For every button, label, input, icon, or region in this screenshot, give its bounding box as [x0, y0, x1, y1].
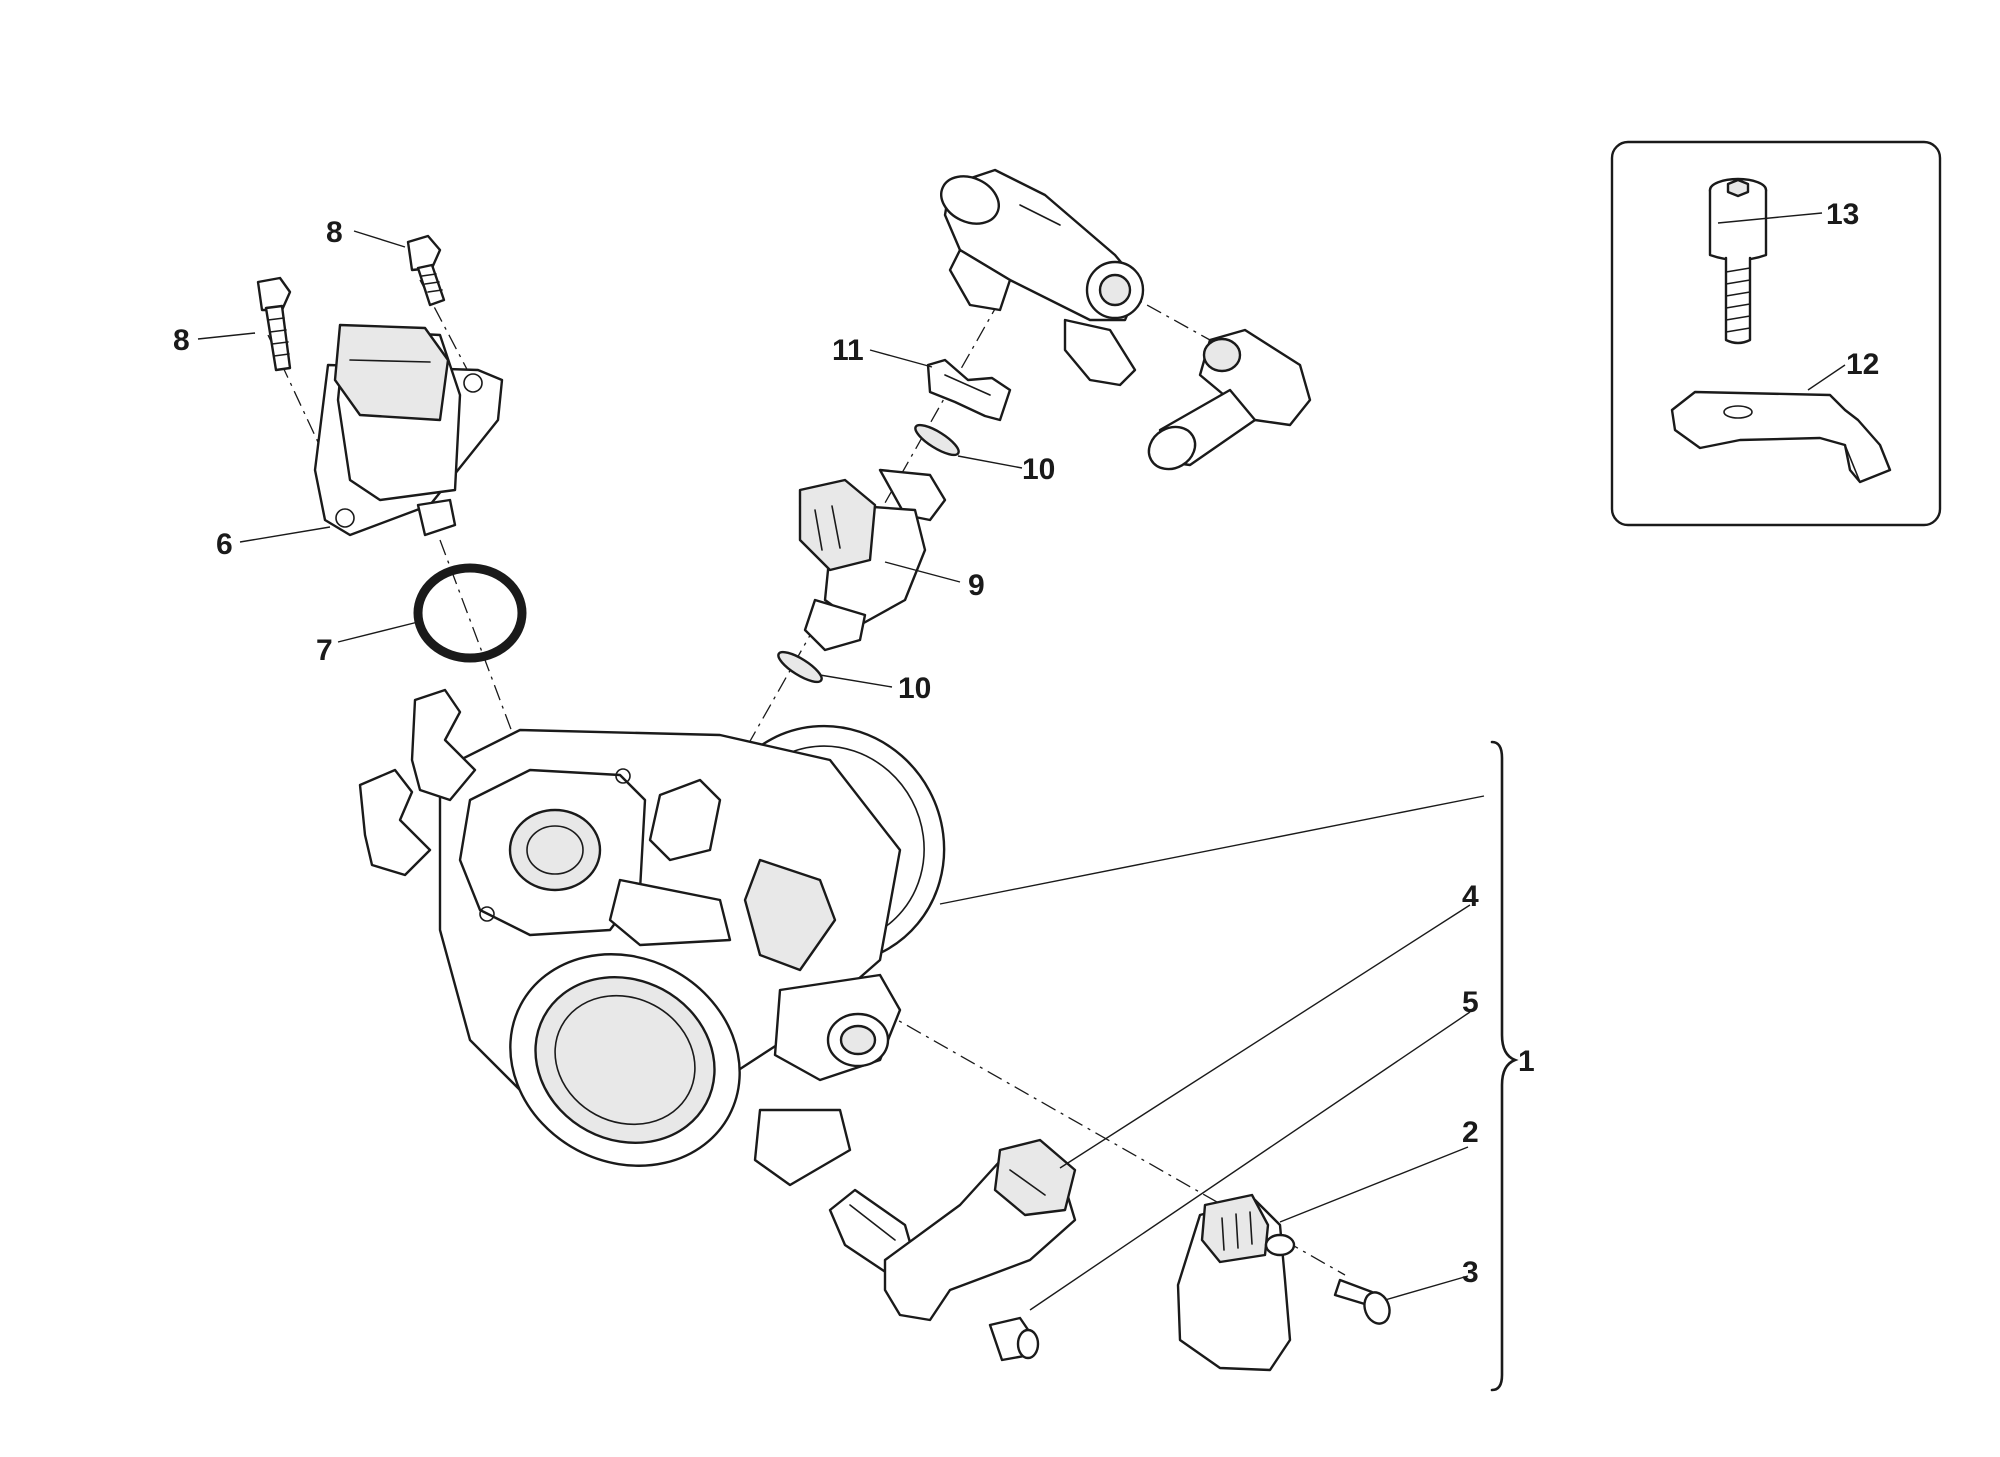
callout-12: 12	[1846, 348, 1879, 381]
callout-10-lower: 10	[898, 672, 931, 705]
callout-3: 3	[1462, 1256, 1479, 1289]
callout-13: 13	[1826, 198, 1859, 231]
assembly-group-brace	[1490, 740, 1519, 1392]
seal-ring-upper	[914, 423, 960, 457]
sensor-screw-3	[1333, 1278, 1391, 1325]
throttle-position-sensor	[828, 1138, 1077, 1322]
screw-8-left	[256, 276, 292, 372]
leader-lines	[197, 212, 1846, 1311]
mounting-bracket-12	[1670, 390, 1892, 484]
idle-control-valve	[313, 323, 504, 537]
throttle-body	[358, 688, 946, 1187]
callout-8-upper: 8	[326, 216, 343, 249]
callout-4: 4	[1462, 880, 1479, 913]
fuel-injector	[798, 468, 947, 652]
fuel-elbow-fitting	[1147, 328, 1312, 471]
callout-6: 6	[216, 528, 233, 561]
screw-8-upper	[406, 234, 446, 307]
detail-inset	[1610, 140, 1942, 527]
callout-5: 5	[1462, 986, 1479, 1019]
callout-11: 11	[832, 334, 864, 367]
fuel-rail	[940, 168, 1145, 387]
callout-2: 2	[1462, 1116, 1479, 1149]
o-ring	[413, 563, 527, 663]
callout-8-left: 8	[173, 324, 190, 357]
callout-1: 1	[1518, 1045, 1535, 1078]
sensor-screw-5	[988, 1316, 1040, 1362]
callout-10-upper: 10	[1022, 453, 1055, 486]
seal-ring-lower	[777, 650, 823, 684]
callout-9: 9	[968, 569, 985, 602]
socket-cap-screw-13	[1708, 177, 1768, 345]
injector-clip	[926, 358, 1012, 422]
callout-7: 7	[316, 634, 333, 667]
temperature-sensor	[1176, 1193, 1296, 1372]
